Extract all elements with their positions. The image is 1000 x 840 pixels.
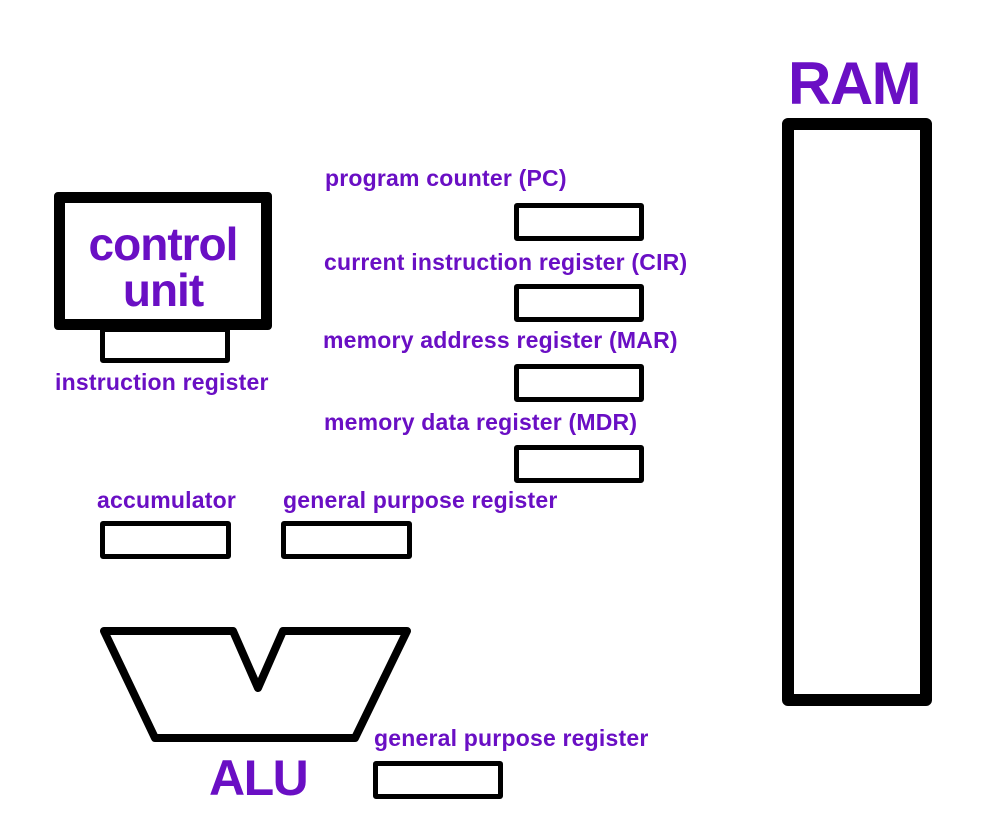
control-unit-box: control unit — [54, 192, 272, 330]
instruction-register-box — [100, 327, 230, 363]
instruction-register-label: instruction register — [55, 369, 269, 395]
general-purpose-register-label-2: general purpose register — [374, 725, 649, 751]
general-purpose-register-box-1 — [281, 521, 412, 559]
pc-label: program counter (PC) — [325, 165, 567, 191]
mdr-register-box — [514, 445, 644, 483]
ram-label: RAM — [788, 50, 922, 117]
ram-block — [782, 118, 932, 706]
accumulator-label: accumulator — [97, 487, 236, 513]
alu-outline — [100, 627, 411, 742]
general-purpose-register-label-1: general purpose register — [283, 487, 558, 513]
control-unit-label: control unit — [65, 221, 261, 313]
cir-label: current instruction register (CIR) — [324, 249, 688, 275]
control-unit-label-line2: unit — [122, 264, 204, 316]
mdr-label: memory data register (MDR) — [324, 409, 638, 435]
pc-register-box — [514, 203, 644, 241]
accumulator-register-box — [100, 521, 231, 559]
mar-register-box — [514, 364, 644, 402]
control-unit-label-line1: control — [88, 218, 239, 270]
general-purpose-register-box-2 — [373, 761, 503, 799]
alu-label: ALU — [209, 750, 309, 806]
cir-register-box — [514, 284, 644, 322]
mar-label: memory address register (MAR) — [323, 327, 678, 353]
